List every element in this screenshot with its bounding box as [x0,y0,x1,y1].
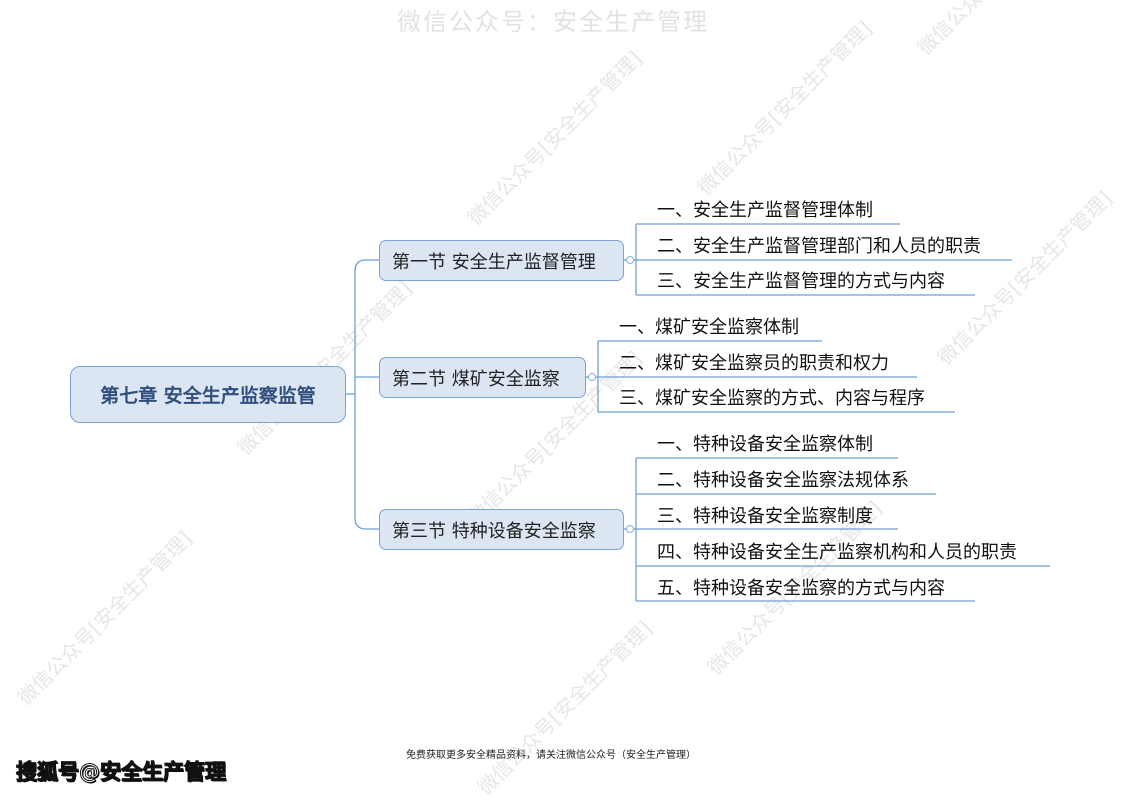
collapse-toggle-icon[interactable] [588,373,596,381]
section-node-2[interactable]: 第二节 煤矿安全监察 [379,357,586,398]
leaf-item[interactable]: 一、煤矿安全监察体制 [619,317,799,338]
footer-note: 免费获取更多安全精品资料，请关注微信公众号（安全生产管理） [406,750,696,761]
leaf-item[interactable]: 一、特种设备安全监察体制 [657,434,873,455]
leaf-item[interactable]: 三、安全生产监督管理的方式与内容 [657,271,945,292]
collapse-toggle-icon[interactable] [626,256,634,264]
leaf-item[interactable]: 二、安全生产监督管理部门和人员的职责 [657,236,981,257]
watermark-top: 微信公众号：安全生产管理 [397,8,709,36]
leaf-item[interactable]: 三、煤矿安全监察的方式、内容与程序 [619,388,925,409]
leaf-item[interactable]: 五、特种设备安全监察的方式与内容 [657,578,945,599]
section-node-1[interactable]: 第一节 安全生产监督管理 [379,240,624,281]
leaf-item[interactable]: 二、特种设备安全监察法规体系 [657,470,909,491]
root-node[interactable]: 第七章 安全生产监察监管 [70,366,346,423]
section-node-3[interactable]: 第三节 特种设备安全监察 [379,509,624,550]
leaf-item[interactable]: 四、特种设备安全生产监察机构和人员的职责 [657,542,1017,563]
sohu-watermark-tag: 搜狐号@安全生产管理 [16,760,227,785]
collapse-toggle-icon[interactable] [626,525,634,533]
leaf-item[interactable]: 一、安全生产监督管理体制 [657,200,873,221]
leaf-item[interactable]: 三、特种设备安全监察制度 [657,506,873,527]
leaf-item[interactable]: 二、煤矿安全监察员的职责和权力 [619,353,889,374]
